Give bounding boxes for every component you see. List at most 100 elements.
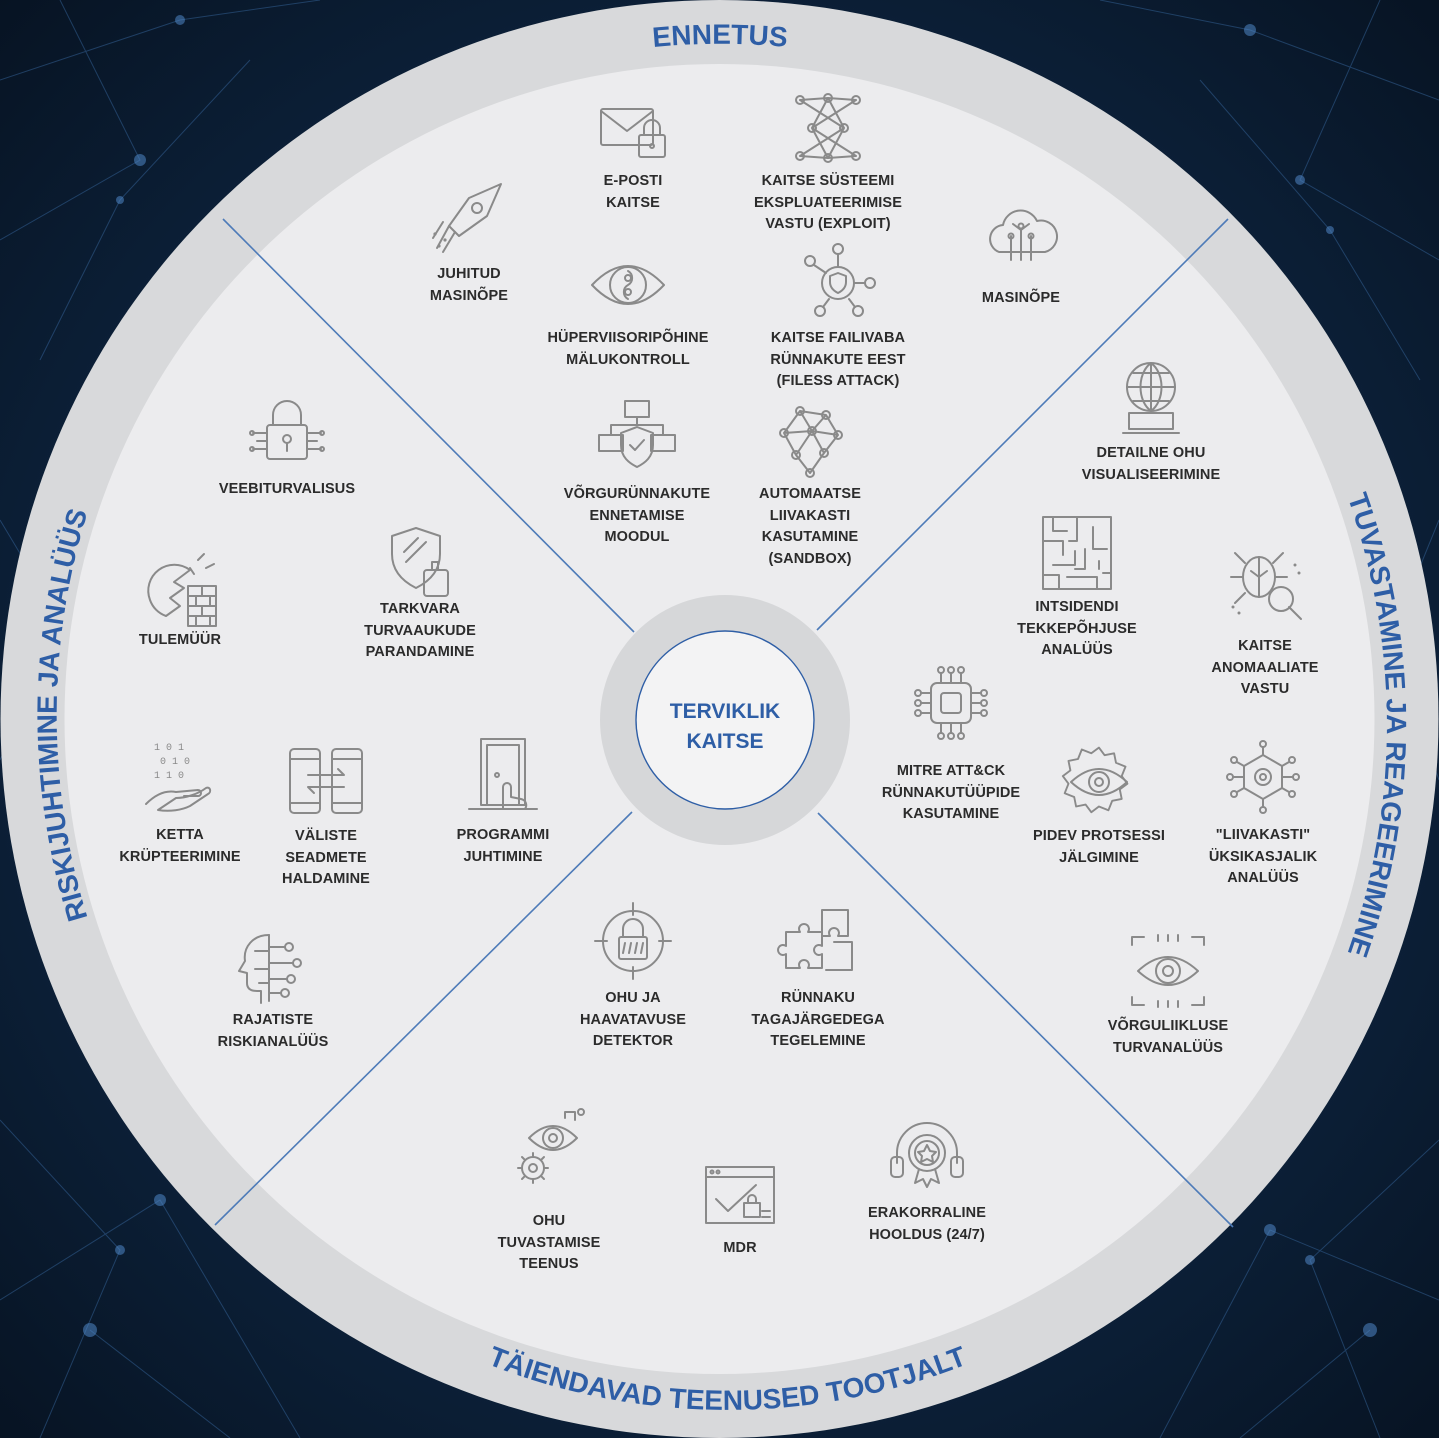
item-label-line: TEGELEMINE [770,1033,866,1049]
item-label-line: VASTU (EXPLOIT) [765,216,891,232]
envelope-lock-icon [593,91,673,171]
item-label-line: E-POSTI [603,173,663,189]
sector-dividers [214,218,1234,1228]
item-label-line: MOODUL [604,529,670,545]
svg-text:1 1 0: 1 1 0 [154,771,184,782]
svg-text:0 1 0: 0 1 0 [160,757,190,768]
item-label-line: MITRE ATT&CK [896,763,1006,779]
item-label-line: (SANDBOX) [768,550,852,567]
item-label-line: MDR [723,1240,757,1256]
item-label-line: MÄLUKONTROLL [566,351,690,368]
item-label-incident-response: RÜNNAKU TAGAJÄRGEDEGA TEGELEMINE [751,988,884,1053]
item-label-firewall: TULEMÜÜR [139,630,221,652]
item-label-threat-visualization: DETAILNE OHU VISUALISEERIMINE [1082,443,1221,486]
item-label-line: VÕRGURÜNNAKUTE [563,486,711,502]
chip-icon [911,663,991,743]
item-label-line: VEEBITURVALISUS [218,481,356,497]
item-label-line: TURVAAUKUDE [364,622,476,639]
center-title-line-1: TERVIKLIK [669,700,781,723]
item-label-line: JUHTIMINE [463,848,543,865]
item-label-line: JÄLGIMINE [1059,849,1139,866]
item-label-sandbox-analysis: "LIIVAKASTI" ÜKSIKASJALIK ANALÜÜS [1209,825,1317,890]
node-brain-icon [770,401,850,481]
shield-hand-icon [380,522,460,602]
item-label-line: RISKIANALÜÜS [217,1033,329,1050]
target-lock-icon [593,901,673,981]
item-label-line: HALDAMINE [282,871,370,887]
item-label-line: VÄLISTE [295,828,357,844]
item-label-line: MASINÕPE [429,287,509,304]
item-label-web-security: VEEBITURVALISUS [219,479,355,501]
item-label-line: (FILESS ATTACK) [776,373,900,389]
item-label-line: PIDEV PROTSESSI [1032,828,1166,844]
item-label-line: KAITSE [1238,638,1292,654]
item-label-line: MASINÕPE [981,290,1061,306]
item-label-line: RÜNNAKU [781,990,855,1006]
bug-magnifier-icon [1225,543,1305,623]
network-mesh-icon [788,88,868,168]
item-label-line: VASTU [1240,681,1290,697]
item-label-line: LIIVAKASTI [769,507,851,524]
item-label-email-protection: E-POSTI KAITSE [604,171,663,214]
item-label-device-control: VÄLISTE SEADMETE HALDAMINE [282,826,370,891]
eye-gear-icon [509,1108,589,1188]
item-label-line: HÜPERVIISORIPÕHINE [547,330,709,346]
item-label-line: HOOLDUS (24/7) [869,1226,985,1243]
item-label-line: ANOMAALIATE [1211,659,1319,676]
item-label-line: VÕRGULIIKLUSE [1107,1018,1229,1034]
item-label-line: DETAILNE OHU [1096,445,1206,461]
item-label-line: KAITSE [606,194,660,211]
globe-display-icon [1111,357,1191,437]
door-hand-icon [463,735,543,815]
item-label-line: PARANDAMINE [365,644,475,660]
item-label-line: KASUTAMINE [902,806,1000,822]
item-label-line: OHU [532,1213,566,1229]
item-label-line: KETTA [156,827,204,843]
item-label-line: ÜKSIKASJALIK [1208,848,1318,865]
item-label-line: KASUTAMINE [761,529,859,545]
item-label-line: OHU JA [605,990,661,1006]
item-label-line: ANALÜÜS [1041,642,1113,658]
item-label-process-monitoring: PIDEV PROTSESSI JÄLGIMINE [1033,826,1165,869]
cloud-circuit-icon [981,200,1061,280]
item-label-line: TAGAJÄRGEDEGA [751,1011,885,1028]
item-label-line: JUHITUD [437,266,501,282]
item-label-line: "LIIVAKASTI" [1215,827,1311,843]
item-label-guided-ml: JUHITUD MASINÕPE [430,264,508,307]
virus-circuit-icon [1223,737,1303,817]
item-label-line: PROGRAMMI [456,827,550,843]
item-label-line: VISUALISEERIMINE [1081,466,1221,483]
head-circuit-icon [233,929,313,1009]
item-label-line: KAITSE FAILIVABA [770,330,906,346]
item-label-line: SEADMETE [285,849,367,866]
firewall-icon [140,550,220,630]
item-label-line: RAJATISTE [232,1012,314,1028]
hub-disc [635,630,815,810]
item-label-line: KRÜPTEERIMINE [119,848,241,865]
item-label-ml: MASINÕPE [982,288,1060,310]
item-label-infrastructure-risk: RAJATISTE RISKIANALÜÜS [218,1010,329,1053]
devices-transfer-icon [286,741,366,821]
item-label-emergency-support: ERAKORRALINE HOOLDUS (24/7) [868,1203,986,1246]
rocket-icon [429,176,509,256]
item-label-line: ANALÜÜS [1227,870,1299,886]
item-label-application-control: PROGRAMMI JUHTIMINE [457,825,550,868]
network-shield-icon [597,397,677,477]
item-label-line: KAITSE SÜSTEEMI [761,173,895,189]
item-label-line: ERAKORRALINE [867,1205,987,1221]
item-label-line: TULEMÜÜR [138,632,222,648]
svg-text:1 0 1: 1 0 1 [154,743,184,754]
binary-hand-icon: 1 0 1 0 1 0 1 1 0 [140,738,220,818]
item-label-line: TARKVARA [379,601,461,617]
puzzle-icon [777,902,858,982]
item-label-disk-encryption: KETTA KRÜPTEERIMINE [119,825,240,868]
